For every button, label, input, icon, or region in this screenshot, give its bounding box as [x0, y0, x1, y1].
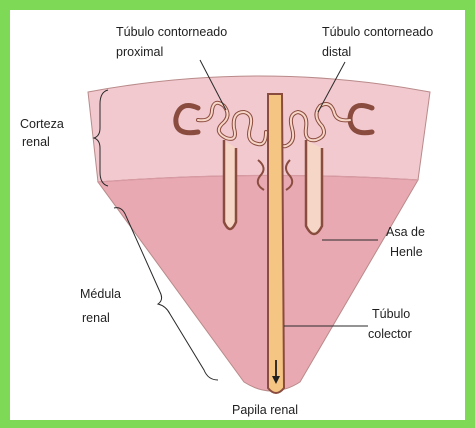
label-tubulo-proximal-2: proximal [116, 45, 163, 59]
label-asa-henle-2: Henle [390, 245, 423, 259]
medulla-region [98, 175, 418, 391]
cortex-region [88, 76, 430, 182]
label-tubulo-colector-2: colector [368, 327, 412, 341]
left-loop-of-henle [224, 140, 236, 229]
label-tubulo-distal-2: distal [322, 45, 351, 59]
label-tubulo-distal-1: Túbulo contorneado [322, 25, 433, 39]
label-tubulo-colector-1: Túbulo [372, 307, 410, 321]
label-asa-henle-1: Asa de [386, 225, 425, 239]
collecting-duct [268, 94, 284, 393]
label-tubulo-proximal-1: Túbulo contorneado [116, 25, 227, 39]
right-loop-of-henle [306, 140, 322, 234]
label-corteza-2: renal [22, 135, 50, 149]
label-papila: Papila renal [232, 403, 298, 417]
label-corteza-1: Corteza [20, 117, 64, 131]
label-medula-1: Médula [80, 287, 121, 301]
label-medula-2: renal [82, 311, 110, 325]
